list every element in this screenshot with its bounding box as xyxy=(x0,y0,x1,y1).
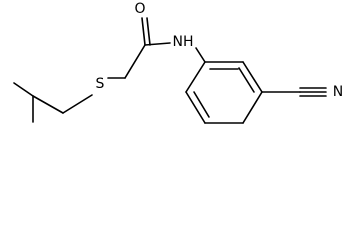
ring-bond-1 xyxy=(185,61,206,93)
ring-bond-4 xyxy=(242,91,263,124)
ring-bond-2 xyxy=(185,91,206,124)
bond-ch-ch2 xyxy=(32,95,64,114)
bond-carbonyl-oxygen-1 xyxy=(141,17,146,46)
oxygen-atom-label: O xyxy=(134,1,145,17)
bond-methyl1-ch xyxy=(13,82,34,97)
nitrile-nitrogen-label: N xyxy=(333,84,343,100)
bond-carbonyl-nitrogen xyxy=(144,42,171,46)
chemical-structure: O NH S N xyxy=(13,1,343,124)
ring-inner-bond-2 xyxy=(238,67,255,93)
bond-ch2-sulfur xyxy=(62,94,93,114)
amide-nitrogen-label: NH xyxy=(173,34,194,50)
sulfur-atom-label: S xyxy=(96,76,105,92)
bond-ch2-carbonyl xyxy=(124,44,146,79)
bond-carbonyl-oxygen-2 xyxy=(146,17,151,46)
ring-inner-bond-1 xyxy=(193,91,210,118)
ring-bond-5 xyxy=(242,61,263,93)
bond-nitrogen-ring xyxy=(195,47,206,63)
